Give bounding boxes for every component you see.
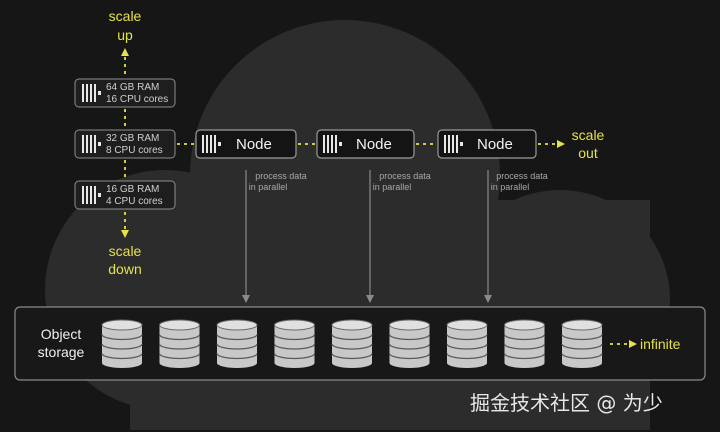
node-label: Node bbox=[477, 136, 513, 153]
database-icon bbox=[446, 319, 488, 368]
node-note-3b: in parallel bbox=[491, 182, 530, 192]
spec-box-32gb: 32 GB RAM 8 CPU cores bbox=[74, 129, 176, 159]
infinite-label: infinite bbox=[640, 336, 681, 352]
scale-out-label-2: out bbox=[578, 145, 598, 161]
database-icon bbox=[561, 319, 603, 368]
node-note-1b: in parallel bbox=[249, 182, 288, 192]
node-note-3a: process data bbox=[496, 171, 548, 181]
spec-ram: 32 GB RAM bbox=[106, 133, 159, 144]
node-note-1a: process data bbox=[255, 171, 307, 181]
spec-cpu: 16 CPU cores bbox=[106, 94, 168, 105]
node-box-2: Node bbox=[316, 129, 415, 159]
spec-cpu: 4 CPU cores bbox=[106, 196, 163, 207]
object-storage-box: Object storage infinite bbox=[14, 306, 706, 381]
database-icon bbox=[101, 319, 143, 368]
watermark: 掘金技术社区 @ 为少 bbox=[470, 391, 663, 415]
node-box-3: Node bbox=[437, 129, 537, 159]
scale-down-label-2: down bbox=[108, 261, 141, 277]
node-note-2b: in parallel bbox=[373, 182, 412, 192]
database-icon bbox=[158, 319, 201, 368]
spec-box-16gb: 16 GB RAM 4 CPU cores bbox=[74, 180, 176, 210]
scale-up-label-1: scale bbox=[109, 8, 142, 24]
spec-box-64gb: 64 GB RAM 16 CPU cores bbox=[74, 78, 176, 108]
server-icon bbox=[82, 186, 101, 204]
node-box-1: Node bbox=[195, 129, 297, 159]
server-icon bbox=[202, 135, 221, 153]
database-icon bbox=[273, 319, 316, 368]
server-icon bbox=[82, 84, 101, 102]
server-icon bbox=[323, 135, 342, 153]
spec-cpu: 8 CPU cores bbox=[106, 145, 163, 156]
database-icon bbox=[388, 319, 431, 368]
storage-label-2: storage bbox=[38, 344, 85, 360]
node-label: Node bbox=[356, 136, 392, 153]
spec-ram: 16 GB RAM bbox=[106, 184, 159, 195]
database-icon bbox=[503, 319, 546, 368]
scale-out-label-1: scale bbox=[572, 127, 605, 143]
node-label: Node bbox=[236, 136, 272, 153]
server-icon bbox=[82, 135, 101, 153]
spec-ram: 64 GB RAM bbox=[106, 82, 159, 93]
scale-up-label-2: up bbox=[117, 27, 133, 43]
storage-label-1: Object bbox=[41, 326, 82, 342]
disk-group bbox=[101, 319, 603, 368]
node-note-2a: process data bbox=[379, 171, 431, 181]
server-icon bbox=[444, 135, 463, 153]
database-icon bbox=[331, 319, 373, 368]
database-icon bbox=[216, 319, 258, 368]
scale-down-label-1: scale bbox=[109, 243, 142, 259]
